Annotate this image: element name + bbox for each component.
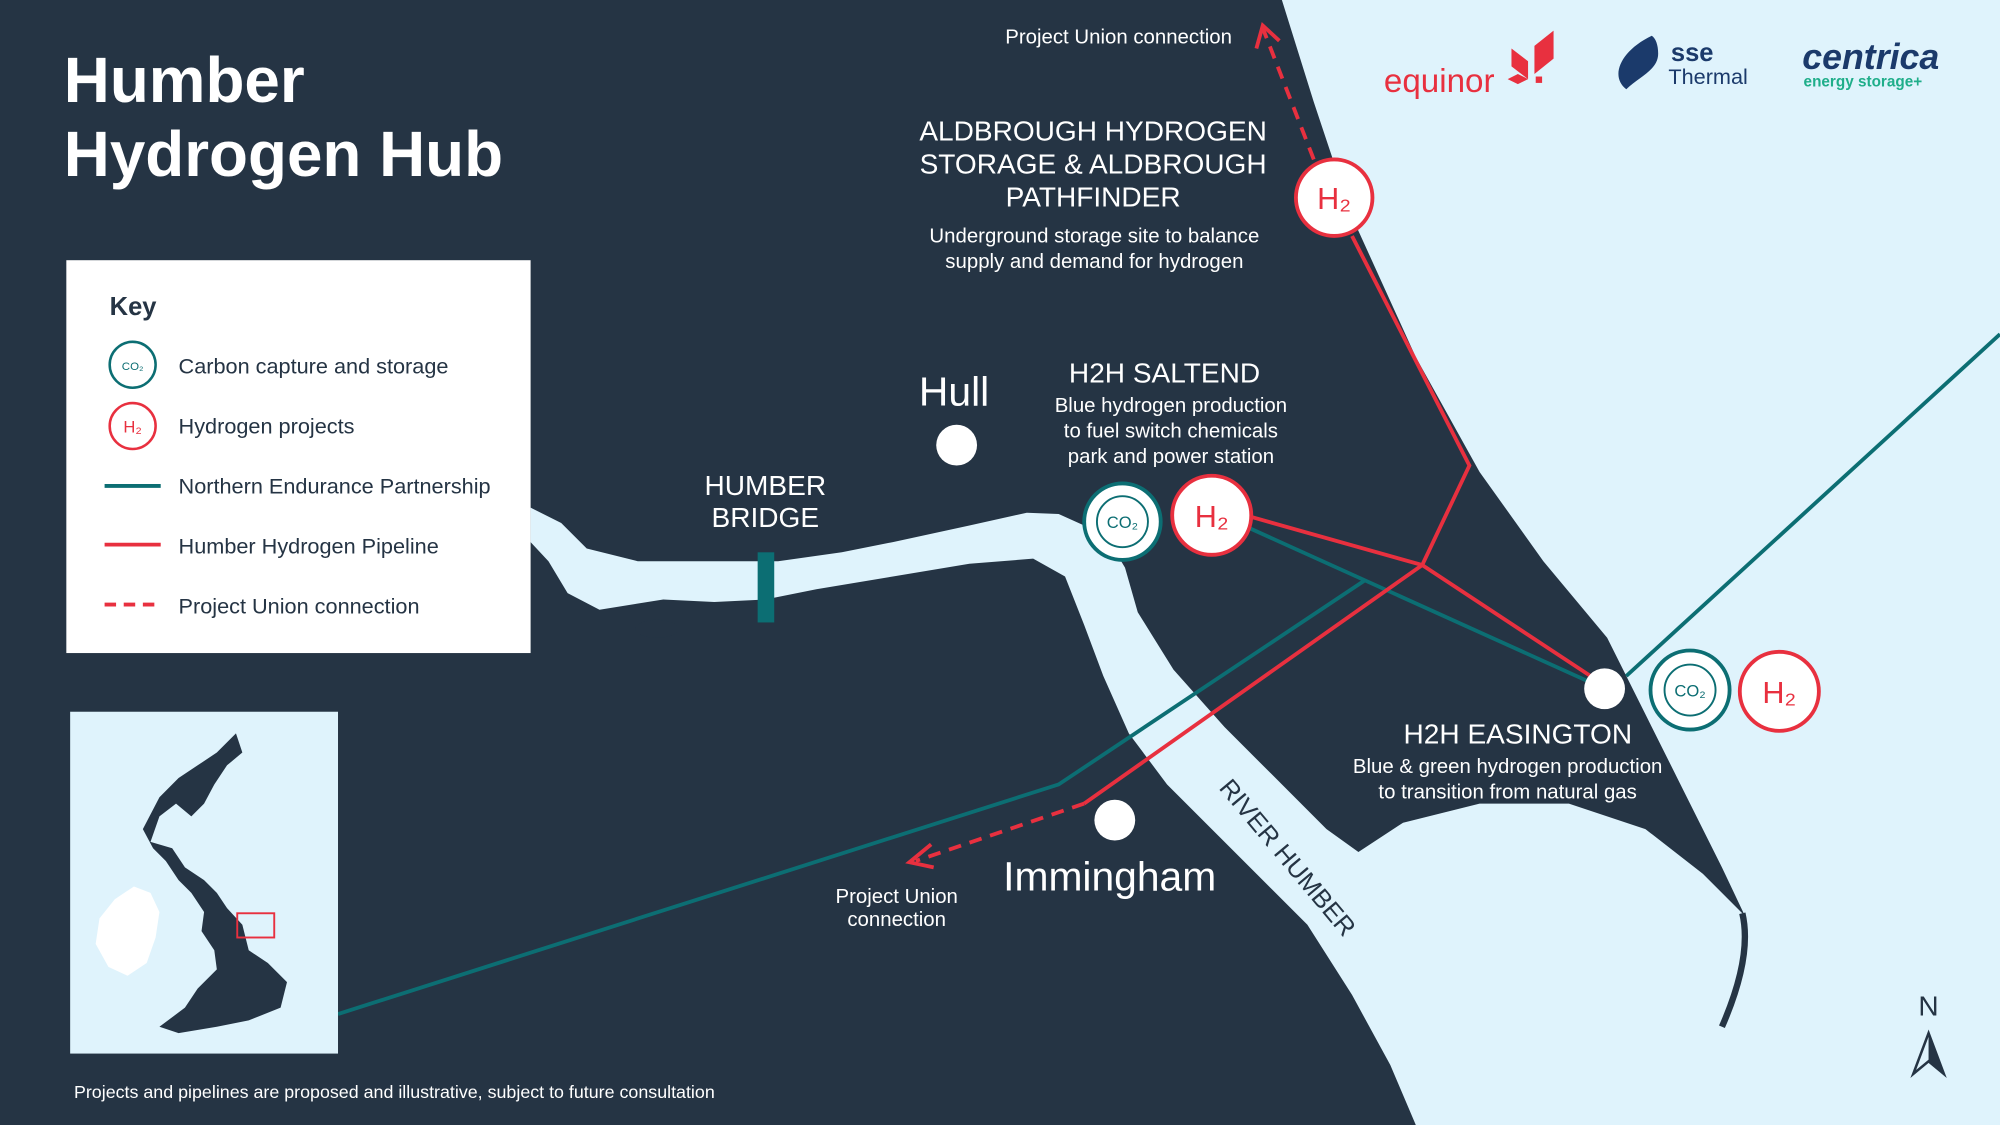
svg-text:Key: Key xyxy=(110,293,158,321)
spurn-head xyxy=(1719,912,1749,1029)
north-arrow: N xyxy=(1910,990,1947,1079)
hull-marker xyxy=(936,424,978,466)
humber-bridge-marker xyxy=(757,552,775,623)
humber-bridge-label: HUMBER xyxy=(705,470,827,501)
saltend-description: Blue hydrogen production xyxy=(1055,395,1287,417)
saltend-description: park and power station xyxy=(1068,446,1274,468)
svg-text:H₂: H₂ xyxy=(1317,182,1351,216)
project-union-connections xyxy=(905,21,1316,870)
saltend-title: H2H SALTEND xyxy=(1069,358,1260,389)
map-key: Key CO₂ Carbon capture and storage H₂ Hy… xyxy=(66,260,531,654)
easington-title: H2H EASINGTON xyxy=(1404,719,1633,750)
aldbrough-h2-icon[interactable]: H₂ xyxy=(1294,157,1375,238)
svg-text:Carbon capture and storage: Carbon capture and storage xyxy=(179,354,449,379)
sse-thermal-logo: sse Thermal xyxy=(1618,35,1748,90)
svg-text:energy storage+: energy storage+ xyxy=(1804,74,1923,91)
svg-text:N: N xyxy=(1918,990,1938,1021)
aldbrough-description: Underground storage site to balance xyxy=(929,225,1259,247)
svg-text:CO₂: CO₂ xyxy=(1107,513,1138,532)
hull-label: Hull xyxy=(919,369,989,415)
svg-text:H₂: H₂ xyxy=(1762,676,1796,710)
project-union-south-label: connection xyxy=(847,909,946,931)
aldbrough-title: PATHFINDER xyxy=(1006,182,1181,213)
svg-text:Humber Hydrogen Pipeline: Humber Hydrogen Pipeline xyxy=(179,534,439,559)
easington-marker xyxy=(1584,668,1625,710)
easington-co2-icon[interactable]: CO₂ xyxy=(1648,648,1732,732)
easington-description: to transition from natural gas xyxy=(1378,781,1636,803)
svg-text:sse: sse xyxy=(1671,39,1714,67)
svg-text:Thermal: Thermal xyxy=(1668,64,1747,89)
easington-h2-icon[interactable]: H₂ xyxy=(1737,649,1821,733)
footnote: Projects and pipelines are proposed and … xyxy=(74,1082,715,1102)
immingham-marker xyxy=(1094,799,1136,841)
title-line-1: Humber xyxy=(64,44,305,116)
svg-text:Northern Endurance Partnership: Northern Endurance Partnership xyxy=(179,474,491,499)
humber-bridge-label: BRIDGE xyxy=(712,502,820,533)
svg-text:equinor: equinor xyxy=(1384,63,1495,100)
svg-text:H₂: H₂ xyxy=(123,417,141,436)
svg-text:Hydrogen projects: Hydrogen projects xyxy=(179,414,355,439)
svg-text:CO₂: CO₂ xyxy=(1674,681,1705,700)
svg-text:CO₂: CO₂ xyxy=(122,361,144,373)
svg-text:H₂: H₂ xyxy=(1195,500,1229,534)
saltend-co2-icon[interactable]: CO₂ xyxy=(1082,481,1163,562)
saltend-description: to fuel switch chemicals xyxy=(1064,421,1278,443)
island xyxy=(635,619,679,638)
svg-text:centrica: centrica xyxy=(1802,37,1939,77)
h2-circle-icon xyxy=(108,401,157,451)
northern-endurance-partnership-lines xyxy=(337,332,2000,1016)
water-sea-and-estuary xyxy=(530,0,2000,1125)
humber-hydrogen-pipeline-lines xyxy=(1083,235,1596,806)
title-line-2: Hydrogen Hub xyxy=(64,118,503,190)
aldbrough-title: STORAGE & ALDBROUGH xyxy=(920,148,1267,179)
aldbrough-description: supply and demand for hydrogen xyxy=(945,251,1243,273)
humber-region-marker xyxy=(236,912,276,939)
equinor-logo: equinor xyxy=(1384,30,1554,100)
centrica-logo: centrica energy storage+ xyxy=(1802,37,1939,91)
immingham-label: Immingham xyxy=(1003,853,1216,899)
co2-circle-icon xyxy=(108,340,157,390)
saltend-h2-icon[interactable]: H₂ xyxy=(1170,473,1254,557)
project-union-north-label: Project Union connection xyxy=(1005,26,1232,48)
easington-description: Blue & green hydrogen production xyxy=(1353,756,1662,778)
project-union-south-label: Project Union xyxy=(835,886,957,908)
uk-inset-map xyxy=(70,711,339,1054)
svg-text:Project Union connection: Project Union connection xyxy=(179,594,420,619)
aldbrough-title: ALDBROUGH HYDROGEN xyxy=(919,115,1267,146)
